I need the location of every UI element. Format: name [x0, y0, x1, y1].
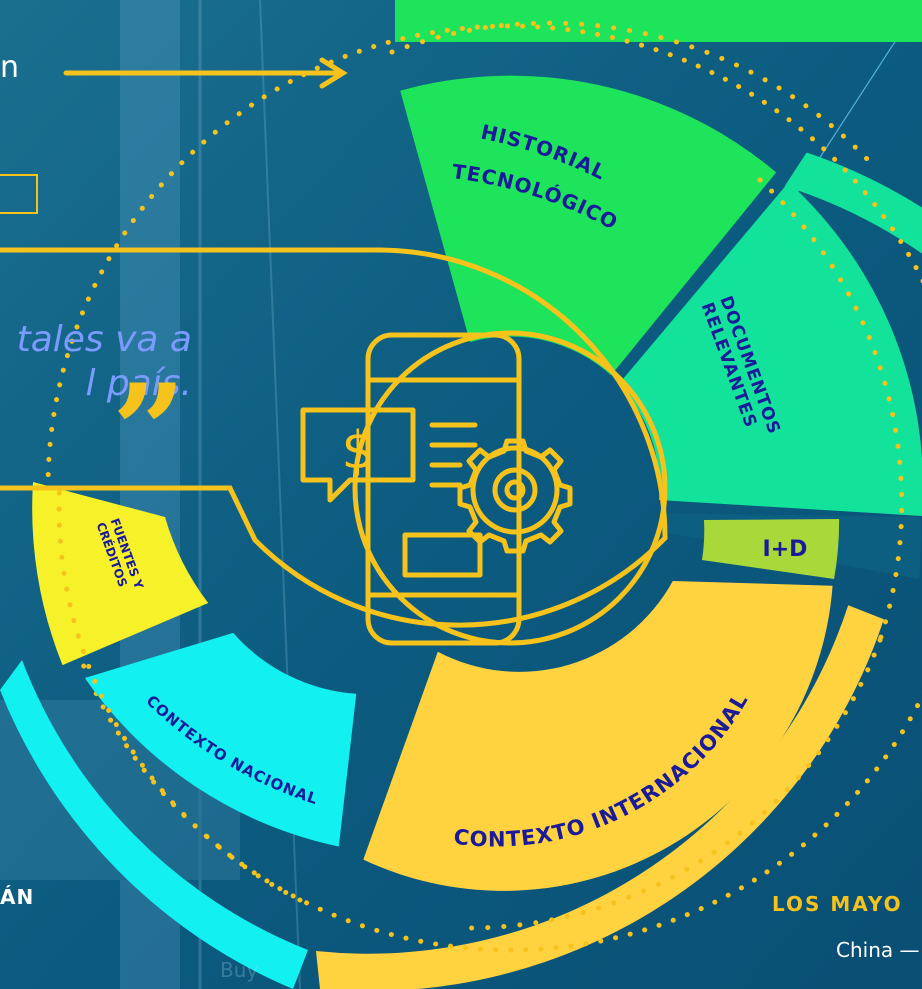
bottom-left-text: ÁN	[0, 885, 35, 909]
dotted-arc-bottom	[457, 637, 883, 931]
center-circle-outline	[352, 330, 668, 646]
bg-buy-text: Buy	[220, 958, 259, 982]
segment-id	[702, 519, 840, 579]
label-id: I+D	[763, 537, 808, 562]
mobile-payment-gear-icon	[300, 332, 573, 646]
section-subtitle: China —	[836, 938, 920, 962]
segment-historial	[400, 75, 777, 376]
arrow-right-icon	[63, 57, 348, 89]
quote-line-1: tales va a	[16, 319, 192, 360]
frame-line	[0, 247, 668, 628]
intro-text: n	[0, 50, 20, 85]
quote-line-2: l país.	[85, 363, 192, 404]
outer-rim-green-top	[395, 0, 922, 42]
section-title: LOS MAYO	[772, 892, 903, 916]
outer-rim-yellow	[316, 605, 884, 989]
quote-text: tales va a l país.	[17, 318, 192, 406]
segment-fuentes	[32, 482, 209, 666]
dollar-sign-icon: $	[341, 421, 374, 481]
outer-rim-teal	[784, 152, 922, 254]
intro-box	[0, 174, 38, 214]
dotted-arc-top	[389, 20, 871, 163]
segment-documentos	[618, 182, 922, 516]
outer-rim-cyan	[0, 660, 308, 989]
quote-mark-icon: ”	[112, 357, 186, 507]
segment-nacional	[84, 632, 357, 847]
segment-internacional	[363, 581, 833, 891]
dotted-arc-left	[56, 477, 303, 903]
